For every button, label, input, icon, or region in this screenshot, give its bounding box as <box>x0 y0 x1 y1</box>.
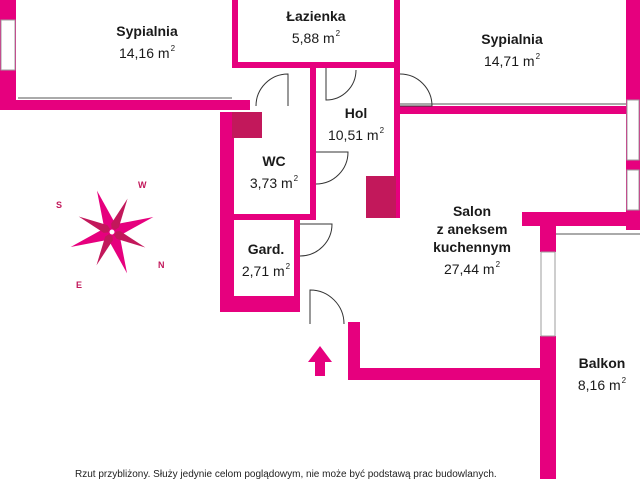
room-wardrobe: Gard. 2,71 m2 <box>242 240 290 280</box>
dark-walls <box>232 112 396 218</box>
disclaimer-text: Rzut przybliżony. Służy jedynie celom po… <box>75 469 497 479</box>
compass-label-s: S <box>56 200 63 210</box>
room-bedroom-1: Sypialnia 14,16 m2 <box>116 22 177 62</box>
room-living: Salon z aneksem kuchennym 27,44 m2 <box>433 202 511 278</box>
room-bathroom: Łazienka 5,88 m2 <box>286 7 345 47</box>
wall-wardrobe-bottom <box>220 296 298 312</box>
window-living-1 <box>540 251 556 337</box>
room-wc: WC 3,73 m2 <box>250 152 298 192</box>
room-area: 14,16 m2 <box>118 44 176 61</box>
compass-label-n: N <box>158 260 165 270</box>
wall-bathroom-left <box>232 0 238 68</box>
doors <box>255 68 433 325</box>
room-name: Hol <box>344 105 368 121</box>
wall-hall-column-dark <box>366 176 396 218</box>
room-area: 8,16 m2 <box>577 376 627 393</box>
door-bedroom1 <box>255 73 289 107</box>
room-area: 3,73 m2 <box>249 174 299 191</box>
door-entrance <box>309 289 345 325</box>
room-name: Sypialnia <box>116 23 178 39</box>
window-left <box>0 19 16 71</box>
door-wardrobe <box>299 223 333 257</box>
wall-entrance-right <box>348 322 360 378</box>
windows <box>0 19 640 337</box>
room-name: Gard. <box>247 241 285 257</box>
compass-label-w: W <box>138 180 147 190</box>
window-right-bedroom <box>626 99 640 161</box>
wall-living-bottom <box>348 368 548 380</box>
room-area: 10,51 m2 <box>327 126 385 143</box>
wall-living-right <box>540 212 556 252</box>
door-bathroom <box>325 68 357 101</box>
compass-label-e: E <box>76 280 83 290</box>
room-name: Balkon <box>578 355 626 371</box>
wall-wc-right <box>310 68 316 218</box>
room-balcony: Balkon 8,16 m2 <box>578 354 626 394</box>
room-area: 27,44 m2 <box>443 260 501 277</box>
door-bedroom2 <box>399 73 433 107</box>
wall-living-right-top <box>522 212 640 226</box>
wall-living-right-low <box>540 336 556 479</box>
window-balcony <box>626 169 640 211</box>
room-name: WC <box>262 153 286 169</box>
room-area: 2,71 m2 <box>241 262 291 279</box>
wall-bathroom-right <box>394 0 400 68</box>
wall-bedroom2-bottom <box>394 106 640 114</box>
room-name-line-1: Salon <box>452 203 492 219</box>
room-name: Sypialnia <box>481 31 543 47</box>
room-name: Łazienka <box>286 8 346 24</box>
wall-bathroom-bottom <box>232 62 400 68</box>
room-area: 14,71 m2 <box>483 52 541 69</box>
thin-lines <box>18 97 640 235</box>
wall-hall-right <box>394 68 400 218</box>
door-wc <box>315 151 349 185</box>
wall-wc-corner <box>232 112 262 138</box>
compass-icon <box>70 190 154 274</box>
room-hall: Hol 10,51 m2 <box>328 104 384 144</box>
room-bedroom-2: Sypialnia 14,71 m2 <box>481 30 542 70</box>
room-area: 5,88 m2 <box>291 29 341 46</box>
room-name-line-3: kuchennym <box>433 239 511 255</box>
wall-bedroom1-bottom <box>0 100 250 110</box>
wall-wc-bottom <box>234 214 316 220</box>
wall-wardrobe-right <box>294 220 300 312</box>
entrance-arrow-icon <box>308 346 332 376</box>
room-name-line-2: z aneksem <box>436 221 508 237</box>
wall-wc-left <box>220 112 234 312</box>
